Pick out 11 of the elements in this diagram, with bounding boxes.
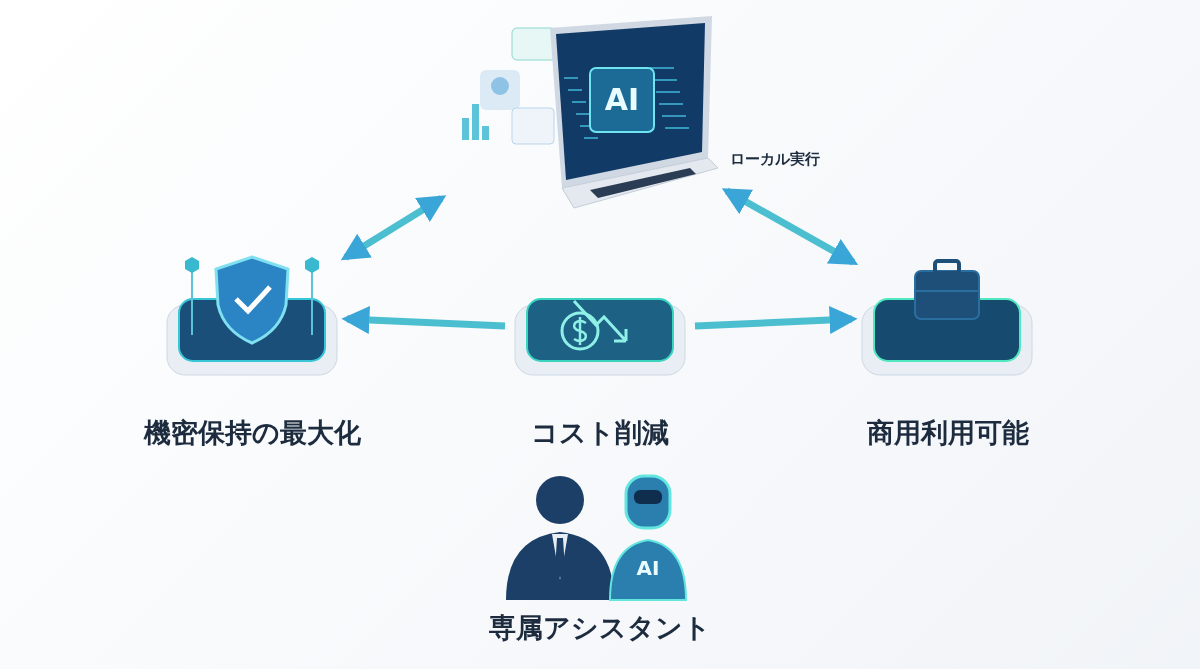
ai-label: AI xyxy=(603,82,641,117)
arrow xyxy=(341,306,506,335)
double-arrow xyxy=(340,195,447,261)
ai-label: AI xyxy=(635,556,661,580)
arrow xyxy=(694,306,858,335)
heading-label: 商用利用可能 xyxy=(865,416,1030,450)
double-arrow xyxy=(721,187,859,266)
heading-label: 専属アシスタント xyxy=(488,611,712,645)
caption-label: ローカル実行 xyxy=(730,150,820,169)
heading-label: 機密保持の最大化 xyxy=(142,416,362,450)
heading-label: コスト削減 xyxy=(530,416,670,450)
